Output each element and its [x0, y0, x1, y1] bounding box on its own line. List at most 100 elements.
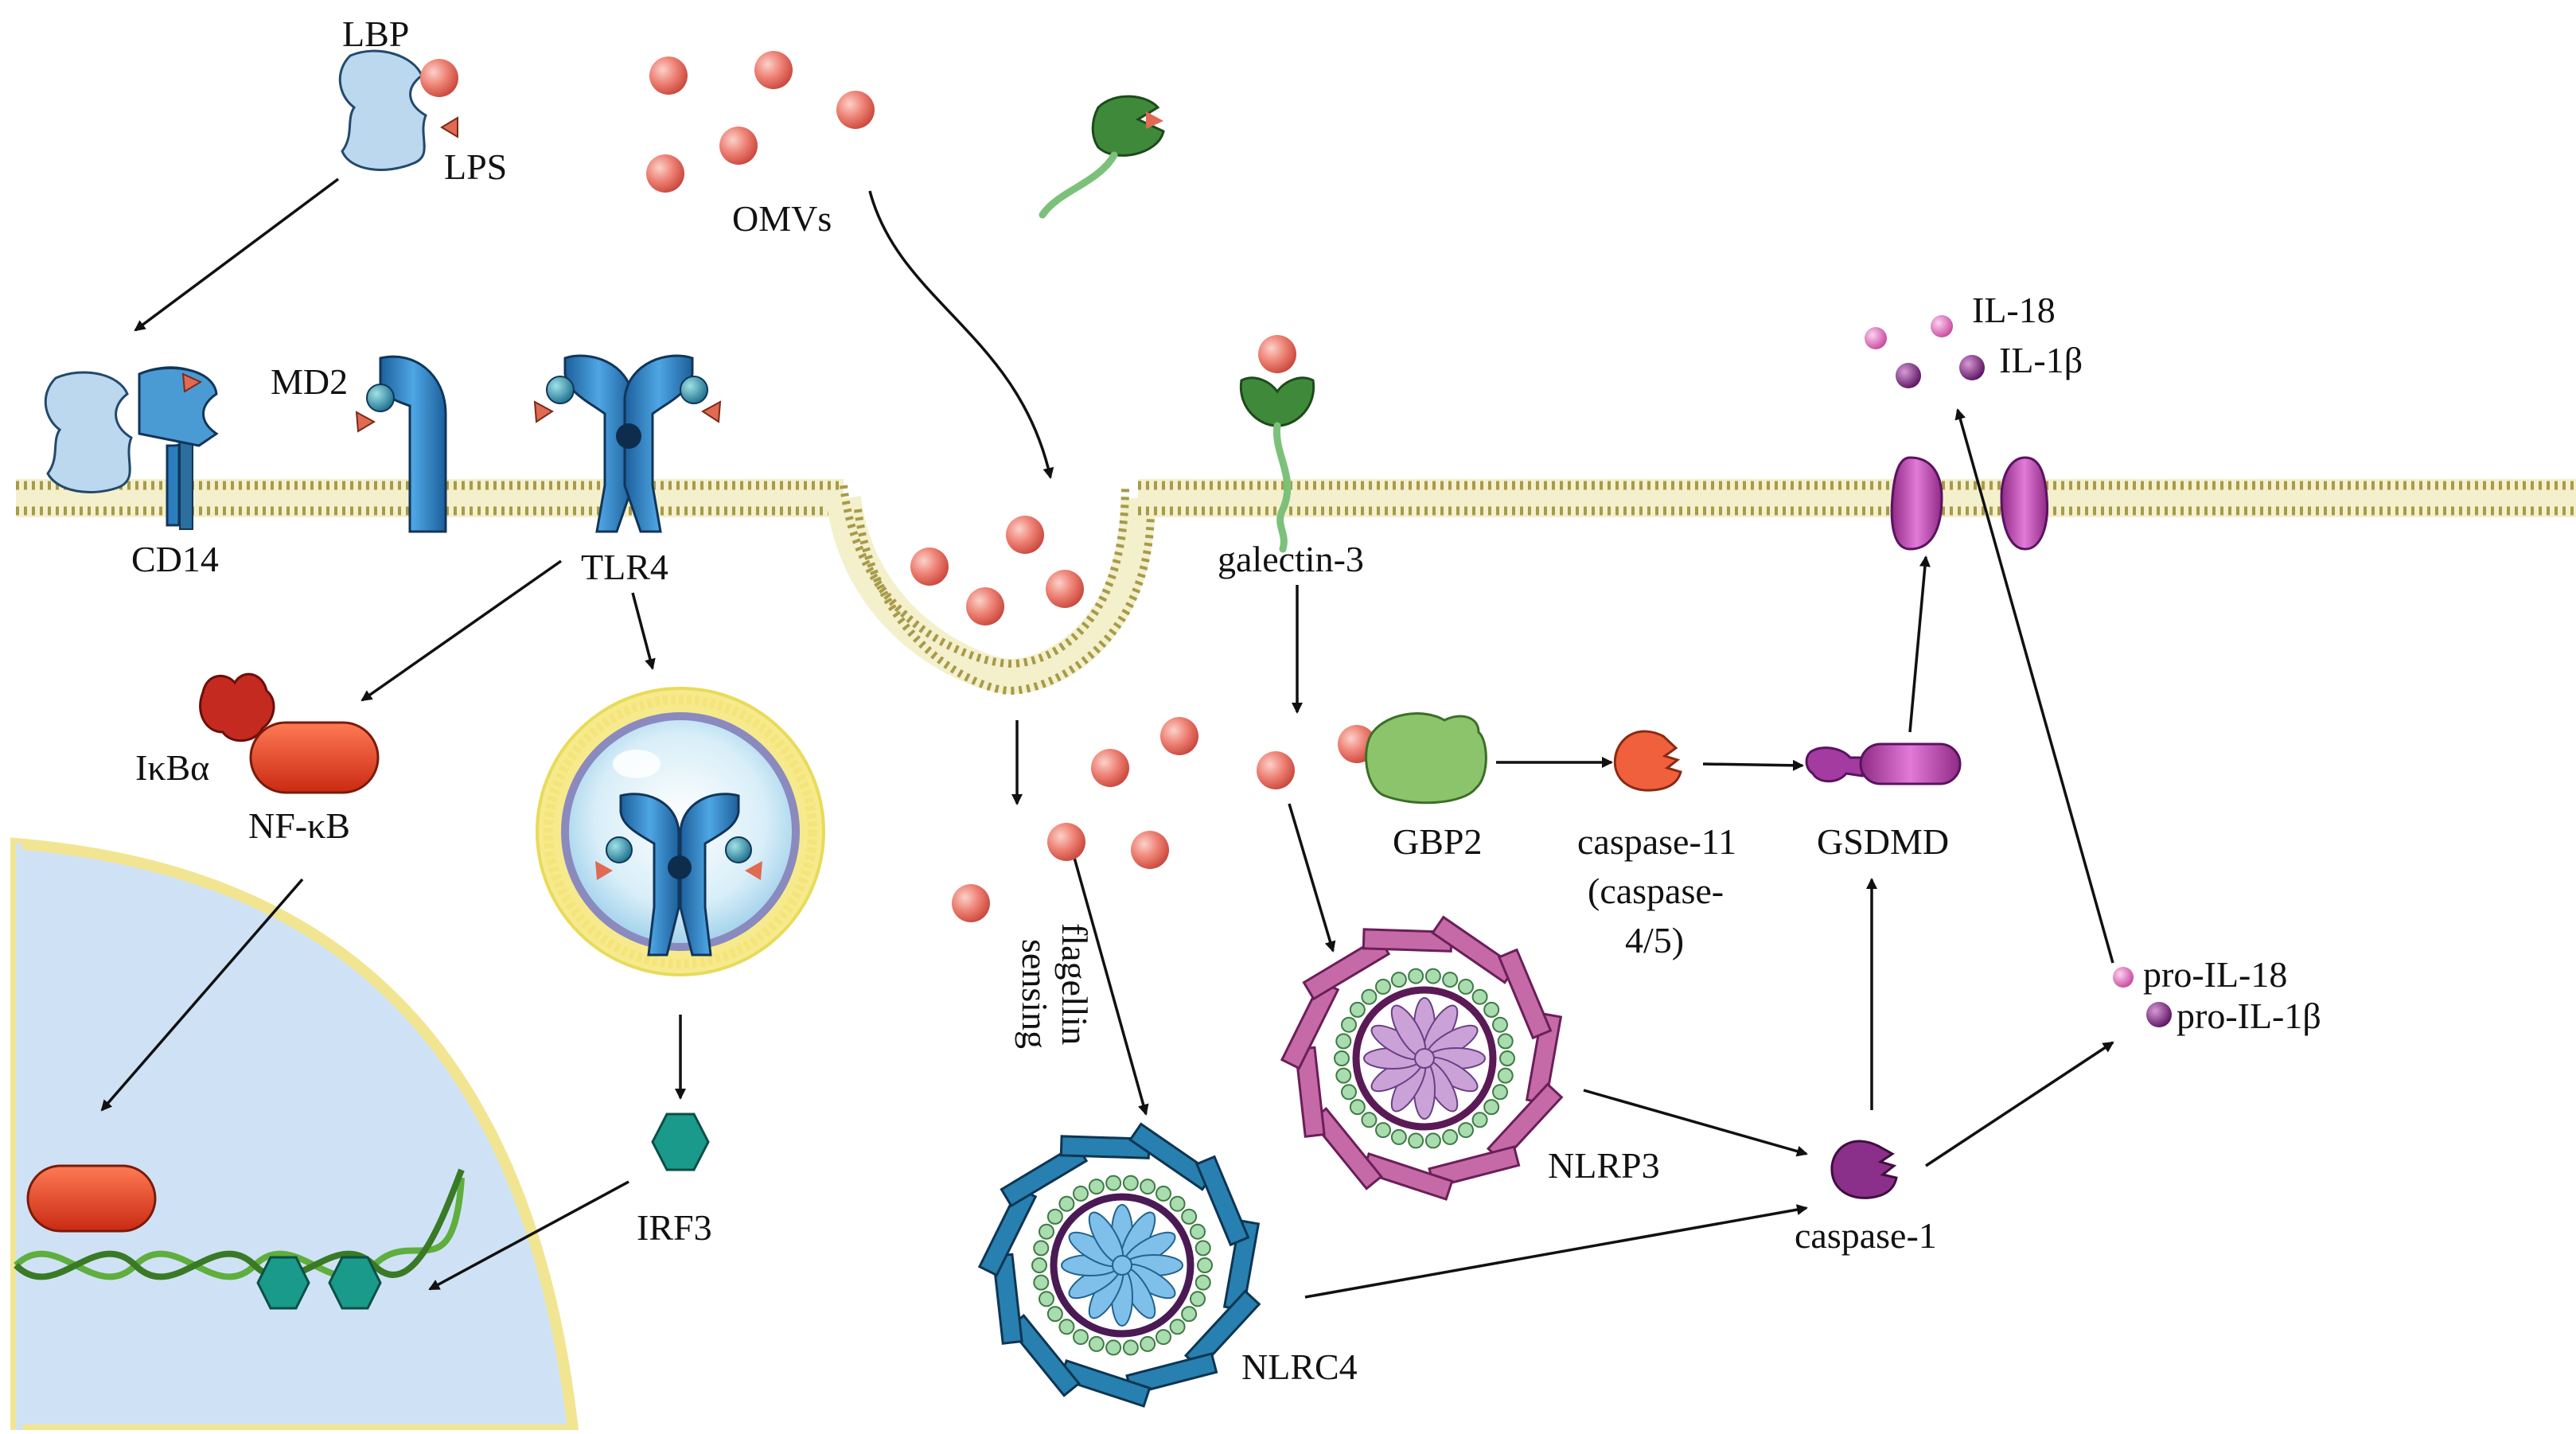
arrow-nlrp3-to-caspase1: [1583, 1089, 1808, 1157]
nlrp3-bead: [1408, 1132, 1424, 1149]
nlrp3-bead: [1492, 1016, 1509, 1033]
nlrc4-rod: [1194, 1155, 1250, 1247]
irf3-in-nucleus: [328, 1256, 382, 1310]
ligand-sphere: [366, 384, 395, 412]
gbp2-protein: [1365, 712, 1487, 805]
label-pro-il1b: pro-IL-1β: [2177, 996, 2321, 1036]
arrow-nlrc4-to-caspase1: [1304, 1204, 1808, 1299]
omv-particle: [1160, 717, 1198, 755]
omv-particle: [952, 884, 990, 922]
galectin-3-free: [1039, 95, 1165, 219]
nlrc4-bead: [1046, 1306, 1063, 1323]
nlrc4-bead: [1155, 1329, 1171, 1346]
label-caspase11-line3: 4/5): [1625, 920, 1684, 961]
nlrc4-bead: [1122, 1339, 1139, 1356]
lps-icon: [440, 116, 458, 138]
label-gbp2: GBP2: [1393, 821, 1482, 862]
nlrp3-bead: [1335, 1033, 1352, 1050]
label-il1b: IL-1β: [1999, 340, 2083, 380]
nlrp3-bead: [1499, 1050, 1515, 1066]
label-il18: IL-18: [1972, 290, 2056, 330]
nlrp3-bead: [1458, 1122, 1474, 1139]
arrow-gsdmd-to-pore: [1908, 555, 1931, 733]
nlrp3-bead: [1390, 1128, 1407, 1145]
nlrp3-bead: [1361, 1112, 1378, 1128]
label-irf3: IRF3: [637, 1207, 712, 1248]
nlrp3-bead: [1361, 988, 1378, 1005]
label-sensing: sensing: [1015, 939, 1055, 1049]
nlrp3-bead: [1340, 1016, 1357, 1033]
irf3-in-nucleus: [256, 1256, 310, 1310]
il1b-particle: [1959, 355, 1985, 380]
omv-particle: [649, 57, 688, 95]
label-galectin-3: galectin-3: [1218, 539, 1364, 579]
nuclear-contents: [14, 1164, 465, 1310]
omv-particle: [1131, 831, 1169, 869]
omv-particle: [1091, 749, 1129, 787]
nlrc4-bead: [1088, 1179, 1105, 1195]
label-md2: MD2: [271, 361, 348, 402]
omv-particle: [836, 91, 875, 129]
gsdmd-pore: [1890, 456, 2049, 551]
arrow-caspase11-to-gsdmd: [1702, 759, 1804, 771]
nlrc4-core: [1112, 1255, 1132, 1276]
nlrc4-bead: [1033, 1240, 1050, 1257]
endosome: [536, 687, 825, 976]
omv-particle: [719, 127, 758, 165]
nlrc4-bead: [1190, 1291, 1206, 1307]
label-pro-il18: pro-IL-18: [2143, 954, 2287, 995]
nlrc4-bead: [1058, 1195, 1075, 1212]
nlrp3-bead: [1349, 1001, 1366, 1018]
label-ikba: IκBα: [135, 747, 209, 788]
nlrp3-bead: [1349, 1099, 1366, 1116]
nlrc4-bead: [1033, 1274, 1050, 1291]
nucleus: [10, 837, 579, 1434]
ikba-nfkb-complex: [199, 672, 380, 794]
nlrc4-bead: [1058, 1319, 1075, 1335]
nlrp3-bead: [1335, 1067, 1352, 1084]
pro-il1b-particle: [2146, 1002, 2172, 1027]
nlrp3-bead: [1497, 1033, 1514, 1050]
gsdmd-protein: [1805, 742, 1962, 785]
nlrp3-bead: [1340, 1084, 1357, 1101]
label-flagellin: flagellin: [1054, 923, 1095, 1045]
nlrc4-bead: [1122, 1175, 1139, 1191]
ligand-sphere: [680, 376, 708, 404]
nlrc4-bead: [1190, 1223, 1206, 1240]
label-caspase11-line2: (caspase-: [1588, 871, 1724, 911]
label-lps: LPS: [444, 146, 507, 187]
nlrc4-bead: [1181, 1306, 1198, 1323]
nlrc4-bead: [1088, 1335, 1105, 1352]
il18-particle: [1865, 327, 1887, 349]
il18-particle: [1931, 315, 1953, 337]
omv-particle: [420, 59, 458, 97]
lps-icon: [701, 400, 722, 423]
nlrp3-bead: [1442, 1128, 1459, 1145]
omv-particle: [1258, 335, 1296, 373]
label-caspase11-line1: caspase-11: [1577, 821, 1736, 862]
label-nlrc4: NLRC4: [1241, 1346, 1358, 1387]
omv-cluster-extracellular: [646, 51, 875, 193]
nfkb-protein: [249, 721, 380, 794]
omv-particle: [1047, 823, 1085, 861]
omv-particle: [754, 51, 793, 89]
il1b-particle: [1896, 363, 1921, 388]
arrow-flagellin-to-nlrc4: [1069, 843, 1149, 1116]
mature-cytokines: [1865, 315, 1985, 388]
nlrp3-bead: [1390, 972, 1407, 988]
md2-receptor: [355, 355, 447, 533]
tlr4-receptor: [533, 354, 722, 533]
arrow-pro-il-to-il: [1954, 408, 2114, 964]
lbp-protein: [338, 49, 458, 171]
nlrp3-bead: [1471, 988, 1488, 1005]
ligand-sphere: [546, 376, 575, 404]
omv-particle: [1006, 516, 1044, 554]
galectin-3-membrane: [1239, 335, 1315, 553]
label-cd14: CD14: [131, 539, 219, 579]
arrow-tlr4-to-nfkb: [360, 559, 563, 702]
label-gsdmd: GSDMD: [1817, 821, 1949, 862]
nlrp3-bead: [1334, 1050, 1350, 1066]
nlrc4-bead: [1038, 1223, 1054, 1240]
nlrc4-bead: [1105, 1175, 1122, 1191]
